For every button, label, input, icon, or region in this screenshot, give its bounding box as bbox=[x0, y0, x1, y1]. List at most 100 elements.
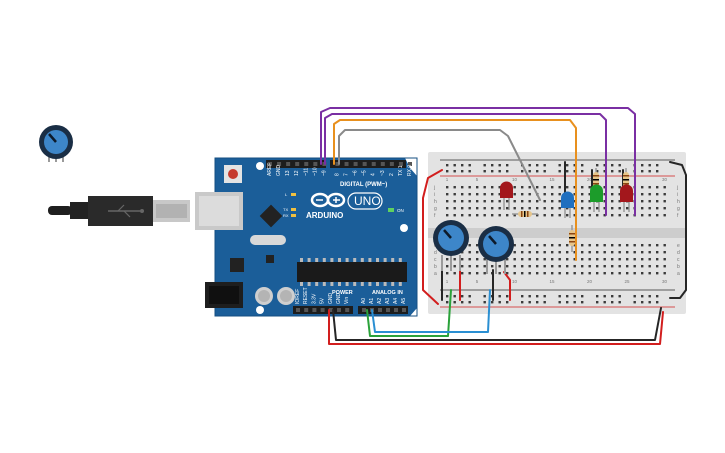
purple-wire-1[interactable] bbox=[320, 107, 636, 216]
digital-pin-label: ~9 bbox=[321, 170, 327, 176]
analog-pin-hole[interactable] bbox=[394, 308, 398, 312]
orange-wire[interactable] bbox=[333, 119, 577, 261]
brand-label: ARDUINO bbox=[306, 211, 343, 220]
potentiometer-1[interactable] bbox=[433, 220, 469, 271]
row-letter: c bbox=[677, 257, 680, 263]
digital-pin-label: 7 bbox=[344, 173, 350, 176]
resistors[interactable] bbox=[512, 168, 629, 252]
digital-label: DIGITAL (PWM~) bbox=[340, 182, 387, 188]
digital-pin-hole[interactable] bbox=[371, 162, 376, 166]
rx-label: RX bbox=[283, 213, 289, 218]
column-number: 20 bbox=[587, 279, 593, 284]
purple-wire-2[interactable] bbox=[324, 113, 607, 216]
power-pin-hole[interactable] bbox=[337, 308, 341, 312]
analog-pin-label: A3 bbox=[385, 298, 391, 304]
digital-pin-hole[interactable] bbox=[304, 162, 309, 166]
analog-pin-label: A2 bbox=[377, 298, 383, 304]
power-pin-hole[interactable] bbox=[304, 308, 309, 312]
red-led-2[interactable] bbox=[620, 184, 633, 212]
resistor-vertical-2[interactable] bbox=[593, 168, 599, 196]
loose-potentiometer[interactable] bbox=[39, 125, 73, 162]
digital-pin-hole[interactable] bbox=[398, 162, 403, 166]
power-pin-hole[interactable] bbox=[312, 308, 317, 312]
column-number: 30 bbox=[662, 177, 668, 182]
gray-wire[interactable] bbox=[338, 129, 541, 201]
column-number: 20 bbox=[587, 177, 593, 182]
power-pin-hole[interactable] bbox=[320, 308, 325, 312]
digital-pin-hole[interactable] bbox=[335, 162, 340, 166]
column-number: 15 bbox=[549, 177, 555, 182]
row-letter: h bbox=[677, 199, 680, 205]
leds[interactable] bbox=[500, 181, 633, 218]
wires[interactable] bbox=[320, 107, 687, 345]
usb-cable[interactable] bbox=[48, 196, 190, 226]
column-number: 1 bbox=[446, 177, 449, 182]
black-rail-wire-right[interactable] bbox=[669, 161, 687, 299]
row-letter: i bbox=[677, 192, 678, 198]
blue-a1-wire[interactable] bbox=[371, 289, 491, 333]
column-number: 25 bbox=[624, 279, 630, 284]
column-number: 1 bbox=[446, 279, 449, 284]
red-rail-wire-top[interactable] bbox=[422, 169, 443, 305]
power-label: POWER bbox=[332, 290, 353, 296]
digital-pin-hole[interactable] bbox=[389, 162, 394, 166]
black-gnd-wire[interactable] bbox=[332, 307, 662, 341]
power-pin-hole[interactable] bbox=[328, 308, 333, 312]
row-letter: b bbox=[434, 264, 437, 270]
row-letter: j bbox=[676, 185, 678, 191]
analog-pin-label: A4 bbox=[393, 298, 399, 304]
column-number: 30 bbox=[662, 279, 668, 284]
green-led[interactable] bbox=[590, 184, 603, 212]
analog-pin-hole[interactable] bbox=[402, 308, 406, 312]
column-number: 10 bbox=[512, 279, 518, 284]
digital-pin-hole[interactable] bbox=[344, 162, 349, 166]
digital-pin-label: GND bbox=[276, 165, 282, 177]
analog-pin-hole[interactable] bbox=[386, 308, 390, 312]
green-a0-wire[interactable] bbox=[366, 289, 452, 337]
power-pin-hole[interactable] bbox=[296, 308, 300, 312]
red-5v-wire[interactable] bbox=[328, 309, 664, 345]
digital-pin-hole[interactable] bbox=[268, 162, 272, 166]
analog-pin-label: A1 bbox=[369, 298, 375, 304]
digital-pin-label: ~11 bbox=[303, 168, 309, 176]
power-pin-label: 5V bbox=[320, 297, 326, 304]
analog-pin-hole[interactable] bbox=[378, 308, 382, 312]
arduino-uno-board[interactable]: ARDUINO UNO DIGITAL (PWM~) POWER ANALOG … bbox=[195, 157, 418, 317]
digital-pin-label: 2 bbox=[389, 173, 395, 176]
red-pot-wire[interactable] bbox=[503, 271, 511, 301]
column-number: 5 bbox=[476, 177, 479, 182]
potentiometer-2[interactable] bbox=[478, 226, 514, 274]
digital-pin-label: AREF bbox=[267, 163, 273, 176]
row-letter: j bbox=[433, 185, 435, 191]
row-letter: f bbox=[677, 213, 679, 219]
l-label: L bbox=[285, 192, 288, 197]
blue-led[interactable] bbox=[561, 191, 574, 218]
digital-pin-hole[interactable] bbox=[313, 162, 318, 166]
digital-pin-hole[interactable] bbox=[408, 162, 412, 166]
analog-pin-label: A5 bbox=[401, 298, 407, 304]
digital-pin-hole[interactable] bbox=[286, 162, 291, 166]
resistor-vertical-1[interactable] bbox=[569, 225, 575, 252]
digital-pin-hole[interactable] bbox=[277, 162, 282, 166]
power-pin-hole[interactable] bbox=[345, 308, 350, 312]
digital-pin-hole[interactable] bbox=[295, 162, 300, 166]
atmega-chip bbox=[297, 258, 407, 286]
row-letter: f bbox=[434, 213, 436, 219]
analog-pin-hole[interactable] bbox=[362, 308, 366, 312]
digital-pin-label: 13 bbox=[285, 170, 291, 176]
resistor-horizontal[interactable] bbox=[512, 211, 538, 217]
red-led-1[interactable] bbox=[500, 181, 513, 210]
power-pin-label: Vin bbox=[344, 297, 350, 304]
model-label: UNO bbox=[354, 194, 381, 208]
on-led bbox=[388, 208, 394, 212]
digital-pin-label: ~5 bbox=[362, 170, 368, 176]
digital-pin-label: RX 0 bbox=[407, 165, 413, 176]
usb-icon bbox=[108, 204, 144, 218]
digital-pin-hole[interactable] bbox=[380, 162, 385, 166]
row-letter: a bbox=[677, 271, 680, 277]
digital-pin-hole[interactable] bbox=[362, 162, 367, 166]
digital-pin-hole[interactable] bbox=[353, 162, 358, 166]
